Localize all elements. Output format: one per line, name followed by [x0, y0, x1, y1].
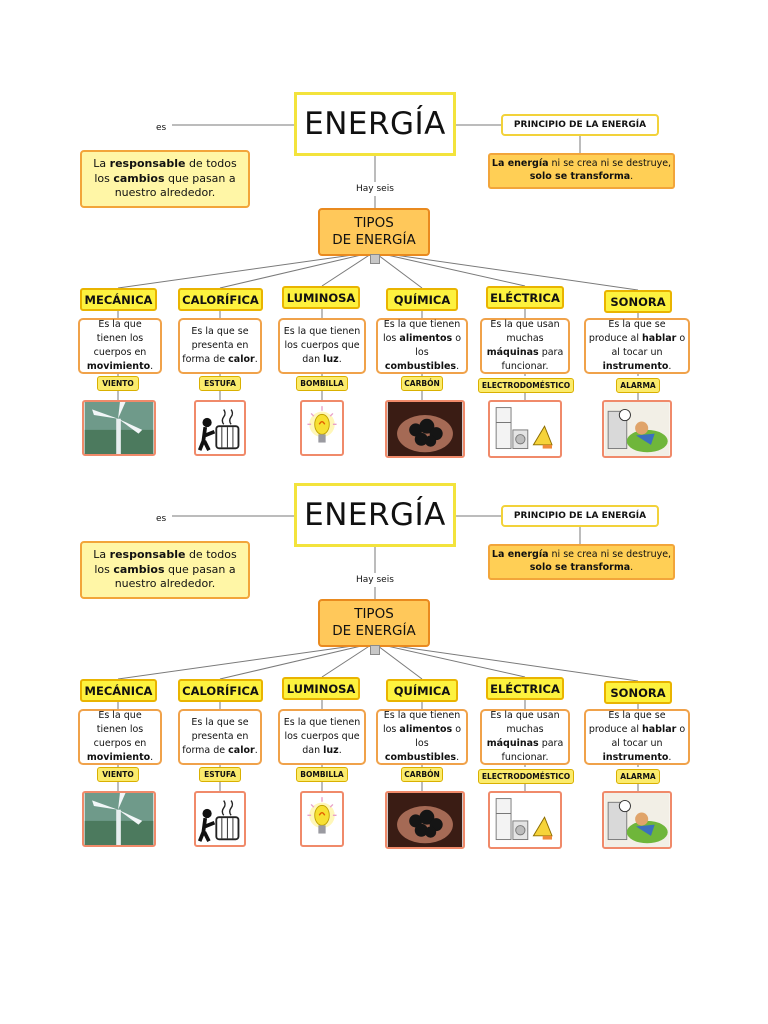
- appliances-icon: [488, 400, 562, 458]
- es-link-label: es: [156, 123, 167, 133]
- attachment-icon[interactable]: [370, 645, 380, 655]
- coal-icon: [385, 791, 465, 849]
- lightbulb-icon: [300, 400, 344, 456]
- appliances-icon: [488, 791, 562, 849]
- example-alarma: ALARMA: [616, 378, 660, 393]
- category-mecanica: MECÁNICA: [80, 679, 157, 702]
- example-bombilla: BOMBILLA: [296, 767, 348, 782]
- wind-turbine-icon: [82, 791, 156, 847]
- category-electrica: ELÉCTRICA: [486, 286, 564, 309]
- principle-text: La energía ni se crea ni se destruye, so…: [488, 153, 675, 189]
- example-alarma: ALARMA: [616, 769, 660, 784]
- example-carbon: CARBÓN: [401, 376, 443, 391]
- alarm-clock-icon: [602, 400, 672, 458]
- description-sonora: Es la que se produce al hablar o al toca…: [584, 318, 690, 374]
- example-viento: VIENTO: [97, 376, 139, 391]
- description-calorifica: Es la que se presenta en forma de calor.: [178, 318, 262, 374]
- example-electrodomestico: ELECTRODOMÉSTICO: [478, 769, 574, 784]
- energy-definition: La responsable de todos los cambios que …: [80, 150, 250, 208]
- description-luminosa: Es la que tienen los cuerpos que dan luz…: [278, 709, 366, 765]
- example-bombilla: BOMBILLA: [296, 376, 348, 391]
- example-carbon: CARBÓN: [401, 767, 443, 782]
- wind-turbine-icon: [82, 400, 156, 456]
- example-electrodomestico: ELECTRODOMÉSTICO: [478, 378, 574, 393]
- description-mecanica: Es la que tienen los cuerpos en movimien…: [78, 318, 162, 374]
- principle-title: PRINCIPIO DE LA ENERGÍA: [501, 505, 659, 527]
- energy-title: ENERGÍA: [294, 92, 456, 156]
- es-link-label: es: [156, 514, 167, 524]
- description-luminosa: Es la que tienen los cuerpos que dan luz…: [278, 318, 366, 374]
- attachment-icon[interactable]: [370, 254, 380, 264]
- hay-seis-label: Hay seis: [356, 184, 394, 194]
- concept-map-2: es ENERGÍA La responsable de todos los c…: [0, 481, 768, 871]
- category-electrica: ELÉCTRICA: [486, 677, 564, 700]
- description-calorifica: Es la que se presenta en forma de calor.: [178, 709, 262, 765]
- category-mecanica: MECÁNICA: [80, 288, 157, 311]
- category-sonora: SONORA: [604, 290, 672, 313]
- description-electrica: Es la que usan muchas máquinas para func…: [480, 709, 570, 765]
- heater-icon: [194, 400, 246, 456]
- description-mecanica: Es la que tienen los cuerpos en movimien…: [78, 709, 162, 765]
- alarm-clock-icon: [602, 791, 672, 849]
- coal-icon: [385, 400, 465, 458]
- category-quimica: QUÍMICA: [386, 288, 458, 311]
- example-estufa: ESTUFA: [199, 767, 241, 782]
- description-quimica: Es la que tienen los alimentos o los com…: [376, 709, 468, 765]
- connector-lines: [117, 124, 639, 400]
- category-sonora: SONORA: [604, 681, 672, 704]
- hay-seis-label: Hay seis: [356, 575, 394, 585]
- category-quimica: QUÍMICA: [386, 679, 458, 702]
- category-luminosa: LUMINOSA: [282, 677, 360, 700]
- principle-text: La energía ni se crea ni se destruye, so…: [488, 544, 675, 580]
- description-electrica: Es la que usan muchas máquinas para func…: [480, 318, 570, 374]
- heater-icon: [194, 791, 246, 847]
- principle-title: PRINCIPIO DE LA ENERGÍA: [501, 114, 659, 136]
- connector-lines: [117, 515, 639, 791]
- example-estufa: ESTUFA: [199, 376, 241, 391]
- energy-title: ENERGÍA: [294, 483, 456, 547]
- category-calorifica: CALORÍFICA: [178, 679, 263, 702]
- energy-definition: La responsable de todos los cambios que …: [80, 541, 250, 599]
- description-quimica: Es la que tienen los alimentos o los com…: [376, 318, 468, 374]
- description-sonora: Es la que se produce al hablar o al toca…: [584, 709, 690, 765]
- example-viento: VIENTO: [97, 767, 139, 782]
- category-luminosa: LUMINOSA: [282, 286, 360, 309]
- concept-map-1: es ENERGÍA La responsable de todos los c…: [0, 90, 768, 480]
- lightbulb-icon: [300, 791, 344, 847]
- category-calorifica: CALORÍFICA: [178, 288, 263, 311]
